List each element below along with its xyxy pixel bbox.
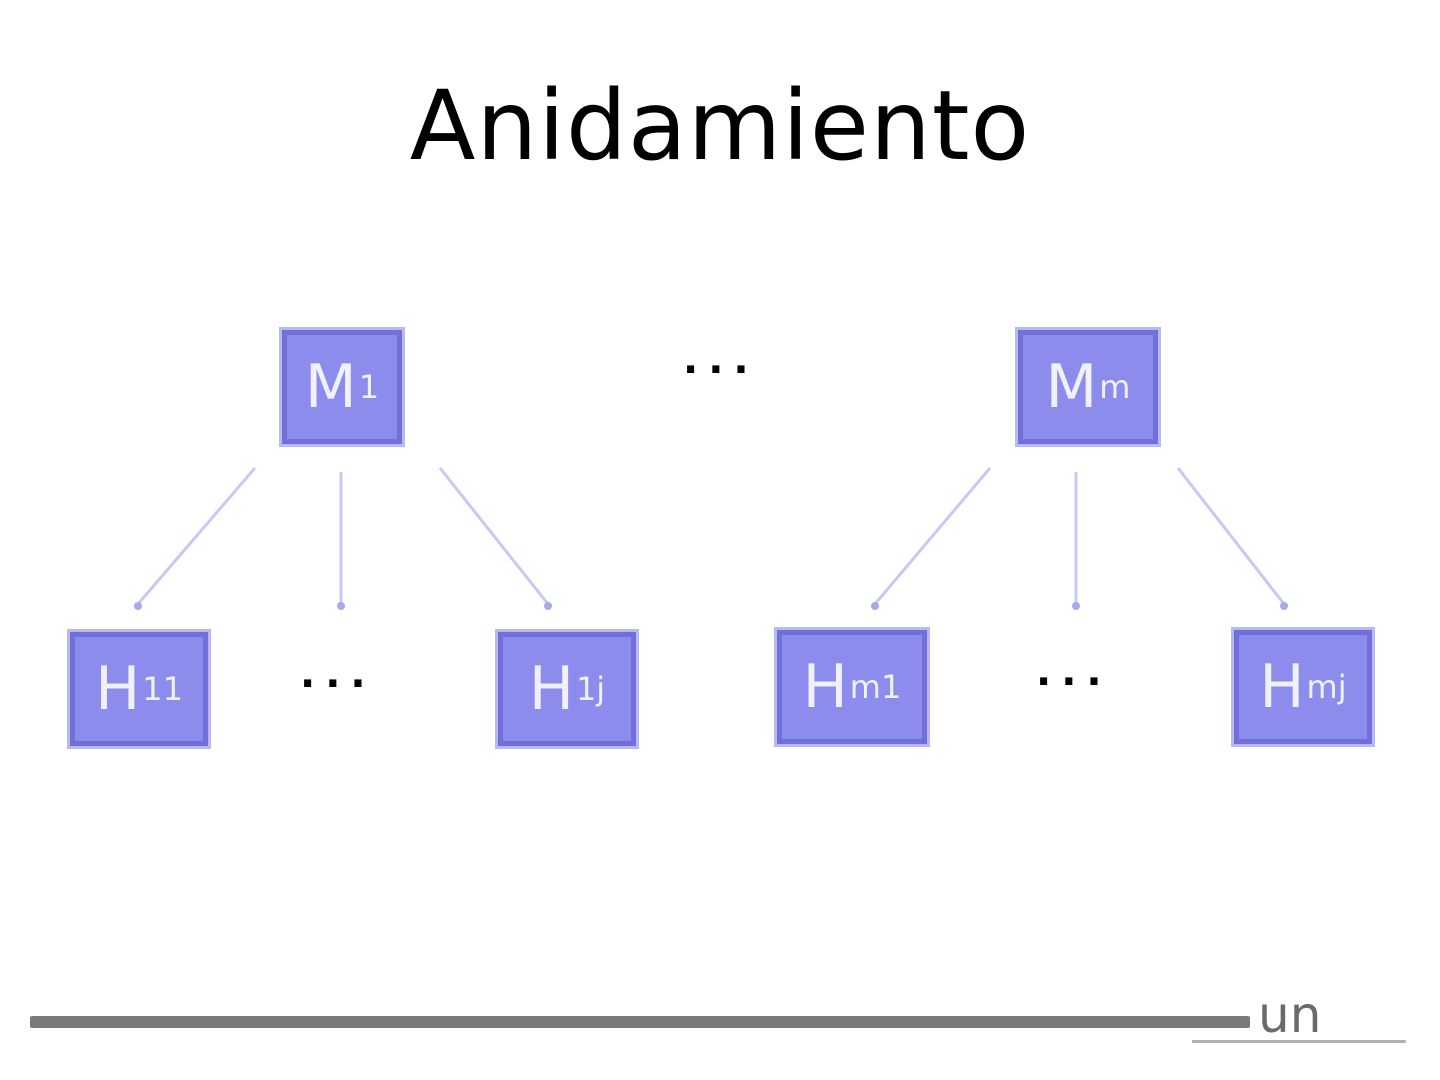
slide-title: Anidamiento — [409, 70, 1031, 182]
connector-m1-h11 — [136, 467, 257, 605]
ellipsis-left: ... — [300, 651, 376, 697]
connector-mm-hmj — [1176, 467, 1286, 605]
node-h1j-sub: 1j — [575, 670, 606, 708]
ellipsis-right: ... — [1036, 649, 1112, 695]
connector-end-hmj — [1280, 602, 1288, 610]
node-h11-sub: 11 — [142, 670, 183, 708]
node-hm1-sub: m1 — [849, 668, 902, 706]
footer-bar — [30, 1016, 1250, 1028]
footer-logo: un — [1258, 986, 1322, 1044]
node-mm-sub: m — [1099, 368, 1131, 406]
node-hmj-sub: mj — [1306, 668, 1347, 706]
node-hm1-base: H — [802, 652, 848, 722]
connector-end-h1j — [544, 602, 552, 610]
connector-end-m1-middle — [337, 602, 345, 610]
connector-end-hm1 — [871, 602, 879, 610]
node-h11-base: H — [95, 654, 141, 724]
ellipsis-top: ... — [683, 337, 759, 383]
connector-end-mm-middle — [1072, 602, 1080, 610]
node-m1-sub: 1 — [358, 368, 380, 406]
node-hmj-base: H — [1259, 652, 1305, 722]
node-m1-base: M — [304, 352, 357, 422]
node-mm-base: M — [1045, 352, 1098, 422]
footer-logo-underline — [1192, 1040, 1406, 1043]
connector-end-h11 — [134, 602, 142, 610]
connector-m1-h1j — [438, 467, 550, 605]
connector-mm-hm1 — [873, 467, 992, 605]
node-h1j-base: H — [528, 654, 574, 724]
